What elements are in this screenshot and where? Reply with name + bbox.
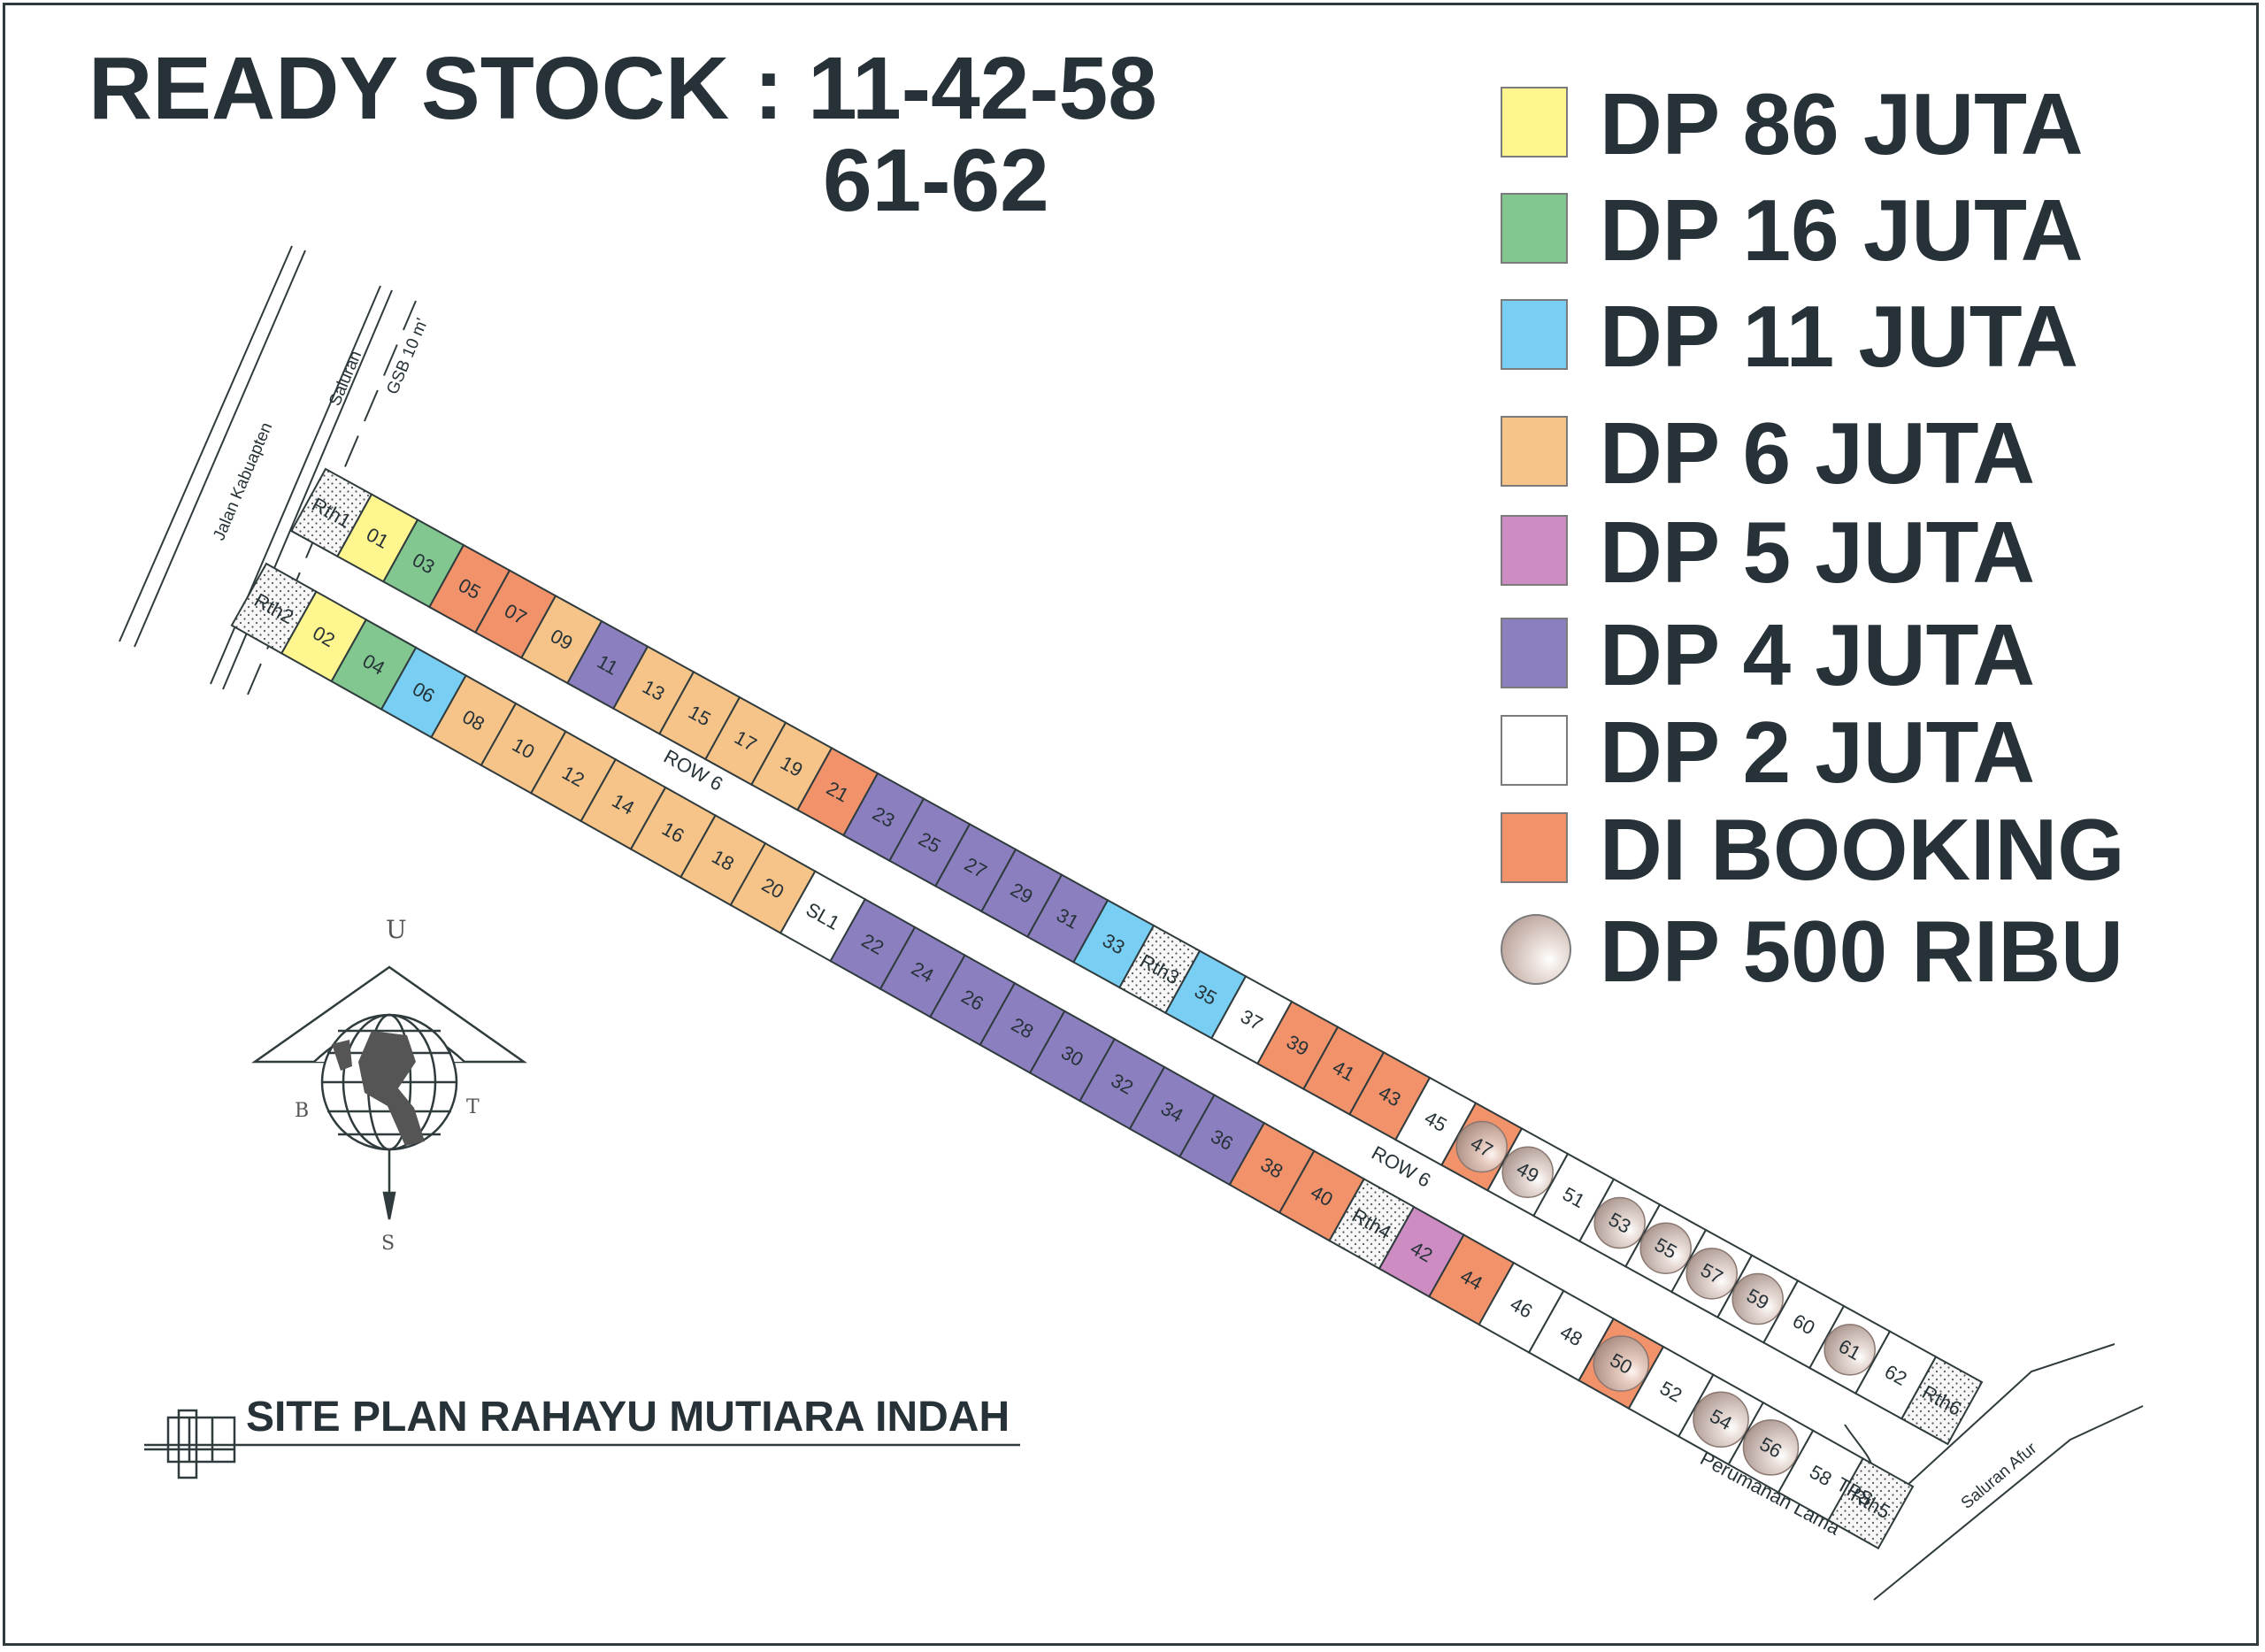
legend-item: DP 86 JUTA	[1498, 80, 2223, 168]
legend-item: DP 16 JUTA	[1498, 186, 2223, 274]
site-plan-title: SITE PLAN RAHAYU MUTIARA INDAH	[246, 1394, 1010, 1441]
compass	[251, 965, 527, 1220]
legend-swatch	[1501, 193, 1568, 264]
legend-label: DP 4 JUTA	[1600, 606, 2035, 703]
legend-item: DP 6 JUTA	[1498, 409, 2223, 497]
legend-swatch	[1501, 87, 1568, 158]
saluran-label: Saluran	[326, 348, 365, 408]
gsb-label: GSB 10 m'	[383, 316, 432, 397]
legend-item: DP 4 JUTA	[1498, 611, 2223, 699]
dp500-marker	[1685, 1248, 1738, 1300]
ready-stock-title: READY STOCK : 11-42-58 61-62	[88, 42, 1157, 227]
dp500-marker	[1731, 1272, 1784, 1325]
legend-label: DI BOOKING	[1600, 801, 2125, 898]
legend-swatch	[1501, 914, 1571, 985]
lot-rth6	[1900, 1355, 1984, 1446]
legend-swatch	[1501, 416, 1568, 487]
legend-label: DP 11 JUTA	[1600, 288, 2079, 385]
legend-item: DP 500 RIBU	[1498, 907, 2223, 995]
dp500-marker	[1455, 1120, 1508, 1173]
compass-west-label: B	[295, 1100, 309, 1122]
title-line-1: READY STOCK : 11-42-58	[88, 39, 1157, 138]
legend-label: DP 6 JUTA	[1600, 404, 2035, 502]
legend-label: DP 5 JUTA	[1600, 503, 2035, 601]
compass-north-label: U	[386, 915, 407, 944]
legend-item: DP 2 JUTA	[1498, 708, 2223, 796]
legend-item: DI BOOKING	[1498, 805, 2223, 894]
legend-swatch	[1501, 715, 1568, 786]
compass-east-label: T	[466, 1096, 480, 1118]
legend-swatch	[1501, 812, 1568, 883]
road-label: Jalan Kabuapten	[210, 419, 276, 542]
globe-icon	[320, 1013, 458, 1151]
legend-swatch	[1501, 515, 1568, 586]
legend-swatch	[1501, 618, 1568, 688]
dp500-marker	[1742, 1419, 1800, 1476]
title-line-2: 61-62	[823, 131, 1049, 230]
legend-item: DP 5 JUTA	[1498, 508, 2223, 596]
lot-rth5	[1827, 1457, 1915, 1550]
site-plan-title-decoration	[144, 1409, 1020, 1479]
saluran-afur-label: Saluran Afur	[1958, 1439, 2041, 1513]
legend-label: DP 500 RIBU	[1600, 903, 2123, 1000]
dp500-marker	[1593, 1196, 1646, 1249]
compass-south-label: S	[381, 1233, 395, 1255]
page-border	[3, 3, 2259, 1646]
legend-label: DP 2 JUTA	[1600, 703, 2035, 801]
dp500-marker	[1593, 1335, 1650, 1392]
dp500-marker	[1824, 1324, 1876, 1376]
dp500-marker	[1639, 1222, 1692, 1274]
legend-label: DP 86 JUTA	[1600, 75, 2084, 173]
legend-item: DP 11 JUTA	[1498, 292, 2223, 380]
legend-label: DP 16 JUTA	[1600, 181, 2084, 279]
legend-swatch	[1501, 299, 1568, 370]
dp500-marker	[1693, 1391, 1749, 1448]
lot-rows: Rth10103050709111315171921232527293133Rt…	[230, 467, 1984, 1550]
dp500-marker	[1501, 1146, 1554, 1198]
